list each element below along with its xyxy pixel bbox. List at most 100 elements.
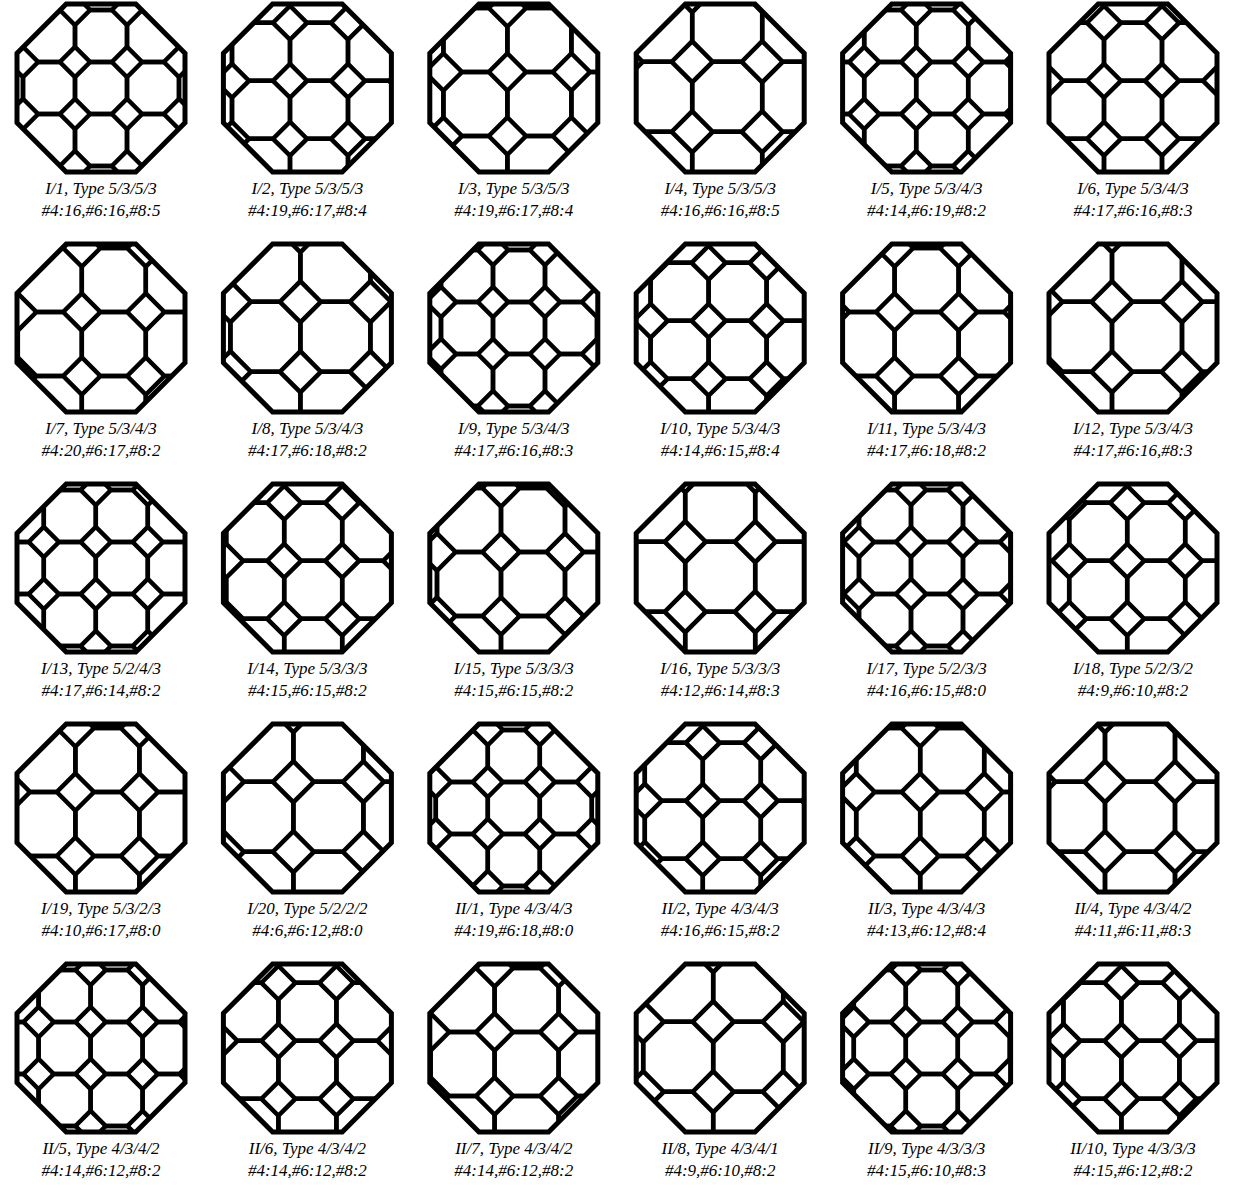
figure-caption: I/20, Type 5/2/2/2#4:6,#6:12,#8:0 <box>204 898 410 942</box>
tiling-pattern <box>503 812 993 1194</box>
octagon-outline <box>1049 244 1217 412</box>
figure-type: II/6, Type 4/3/4/2 <box>204 1138 410 1160</box>
tiling-pattern <box>755 386 1119 750</box>
face-counts: #4:17,#6:14,#8:2 <box>0 680 204 702</box>
face-counts: #4:20,#6:17,#8:2 <box>0 440 204 462</box>
figure-caption: II/5, Type 4/3/4/2#4:14,#6:12,#8:2 <box>0 1138 204 1182</box>
figure-type: I/8, Type 5/3/4/3 <box>204 418 410 440</box>
figure-caption: II/6, Type 4/3/4/2#4:14,#6:12,#8:2 <box>204 1138 410 1182</box>
face-counts: #4:12,#6:14,#8:3 <box>617 680 823 702</box>
face-counts: #4:16,#6:16,#8:5 <box>0 200 204 222</box>
figure-type: I/4, Type 5/3/5/3 <box>617 178 823 200</box>
figure-type: I/10, Type 5/3/4/3 <box>617 418 823 440</box>
face-counts: #4:19,#6:17,#8:4 <box>204 200 410 222</box>
figure-caption: I/14, Type 5/3/3/3#4:15,#6:15,#8:2 <box>204 658 410 702</box>
octagon-outline <box>636 964 804 1132</box>
tiling-pattern <box>315 0 763 328</box>
face-counts: #4:15,#6:10,#8:3 <box>824 1160 1030 1182</box>
face-counts: #4:15,#6:12,#8:2 <box>1030 1160 1236 1182</box>
figure-caption: II/1, Type 4/3/4/3#4:19,#6:18,#8:0 <box>411 898 617 942</box>
figure-type: I/1, Type 5/3/5/3 <box>0 178 204 200</box>
octagon-outline <box>17 724 185 892</box>
figure-caption: II/3, Type 4/3/4/3#4:13,#6:12,#8:4 <box>824 898 1030 942</box>
figure-caption: I/5, Type 5/3/4/3#4:14,#6:19,#8:2 <box>824 178 1030 222</box>
figure-type: I/5, Type 5/3/4/3 <box>824 178 1030 200</box>
figure-type: I/11, Type 5/3/4/3 <box>824 418 1030 440</box>
figure-caption: I/17, Type 5/2/3/3#4:16,#6:15,#8:0 <box>824 658 1030 702</box>
octagon-outline <box>636 484 804 652</box>
octagon-outline <box>843 4 1011 172</box>
octagon-outline <box>223 484 391 652</box>
octagon-outline <box>843 484 1011 652</box>
octagon-outline <box>636 4 804 172</box>
figure-type: I/9, Type 5/3/4/3 <box>411 418 617 440</box>
figure-caption: I/9, Type 5/3/4/3#4:17,#6:16,#8:3 <box>411 418 617 462</box>
octagon-outline <box>1049 484 1217 652</box>
face-counts: #4:16,#6:16,#8:5 <box>617 200 823 222</box>
figure-caption: II/2, Type 4/3/4/3#4:16,#6:15,#8:2 <box>617 898 823 942</box>
figure-type: I/16, Type 5/3/3/3 <box>617 658 823 680</box>
face-counts: #4:17,#6:16,#8:3 <box>1030 440 1236 462</box>
octagon-outline <box>843 244 1011 412</box>
tiling-pattern <box>760 0 1124 270</box>
figure-type: II/2, Type 4/3/4/3 <box>617 898 823 920</box>
figure-caption: II/7, Type 4/3/4/2#4:14,#6:12,#8:2 <box>411 1138 617 1182</box>
figure-caption: I/2, Type 5/3/5/3#4:19,#6:17,#8:4 <box>204 178 410 222</box>
figure-caption: I/8, Type 5/3/4/3#4:17,#6:18,#8:2 <box>204 418 410 462</box>
octagon-outline <box>17 244 185 412</box>
figure-type: I/20, Type 5/2/2/2 <box>204 898 410 920</box>
octagon-outline <box>430 244 598 412</box>
octagon-outline <box>17 484 185 652</box>
face-counts: #4:14,#6:15,#8:4 <box>617 440 823 462</box>
figure-type: II/5, Type 4/3/4/2 <box>0 1138 204 1160</box>
octagon-outline <box>430 484 598 652</box>
figure-type: I/7, Type 5/3/4/3 <box>0 418 204 440</box>
face-counts: #4:14,#6:12,#8:2 <box>204 1160 410 1182</box>
figure-caption: II/4, Type 4/3/4/2#4:11,#6:11,#8:3 <box>1030 898 1236 942</box>
face-counts: #4:16,#6:15,#8:0 <box>824 680 1030 702</box>
figure-type: I/13, Type 5/2/4/3 <box>0 658 204 680</box>
figure-type: I/19, Type 5/3/2/3 <box>0 898 204 920</box>
figure-type: I/3, Type 5/3/5/3 <box>411 178 617 200</box>
octagon-outline <box>1049 724 1217 892</box>
octagon-outline <box>430 4 598 172</box>
figure-type: II/4, Type 4/3/4/2 <box>1030 898 1236 920</box>
face-counts: #4:6,#6:12,#8:0 <box>204 920 410 942</box>
octagon-outline <box>843 964 1011 1132</box>
face-counts: #4:14,#6:12,#8:2 <box>0 1160 204 1182</box>
octagon-outline <box>636 244 804 412</box>
octagon-outline <box>1049 964 1217 1132</box>
figure-caption: II/8, Type 4/3/4/1#4:9,#6:10,#8:2 <box>617 1138 823 1182</box>
face-counts: #4:9,#6:10,#8:2 <box>617 1160 823 1182</box>
figure-type: I/12, Type 5/3/4/3 <box>1030 418 1236 440</box>
figure-caption: I/10, Type 5/3/4/3#4:14,#6:15,#8:4 <box>617 418 823 462</box>
figure-type: II/9, Type 4/3/3/3 <box>824 1138 1030 1160</box>
figure-caption: I/13, Type 5/2/4/3#4:17,#6:14,#8:2 <box>0 658 204 702</box>
face-counts: #4:17,#6:16,#8:3 <box>1030 200 1236 222</box>
octagon-outline <box>17 964 185 1132</box>
tiling-pattern <box>104 867 510 1194</box>
figure-caption: I/3, Type 5/3/5/3#4:19,#6:17,#8:4 <box>411 178 617 222</box>
figure-type: I/6, Type 5/3/4/3 <box>1030 178 1236 200</box>
figure-type: I/15, Type 5/3/3/3 <box>411 658 617 680</box>
figure-caption: I/18, Type 5/2/3/2#4:9,#6:10,#8:2 <box>1030 658 1236 702</box>
figure-caption: I/15, Type 5/3/3/3#4:15,#6:15,#8:2 <box>411 658 617 702</box>
octagon-outline <box>430 964 598 1132</box>
octagon-outline <box>223 964 391 1132</box>
face-counts: #4:17,#6:18,#8:2 <box>824 440 1030 462</box>
octagon-outline <box>223 244 391 412</box>
figure-type: II/3, Type 4/3/4/3 <box>824 898 1030 920</box>
tiling-pattern <box>750 866 1114 1194</box>
octagon-outline <box>17 4 185 172</box>
figure-caption: I/11, Type 5/3/4/3#4:17,#6:18,#8:2 <box>824 418 1030 462</box>
tiling-pattern <box>947 867 1238 1194</box>
tiling-pattern <box>90 92 580 582</box>
octagon-outline <box>430 724 598 892</box>
figure-caption: I/6, Type 5/3/4/3#4:17,#6:16,#8:3 <box>1030 178 1236 222</box>
figure-caption: I/16, Type 5/3/3/3#4:12,#6:14,#8:3 <box>617 658 823 702</box>
face-counts: #4:10,#6:17,#8:0 <box>0 920 204 942</box>
octagon-outline <box>223 4 391 172</box>
tiling-pattern <box>332 626 696 990</box>
figure-caption: I/4, Type 5/3/5/3#4:16,#6:16,#8:5 <box>617 178 823 222</box>
